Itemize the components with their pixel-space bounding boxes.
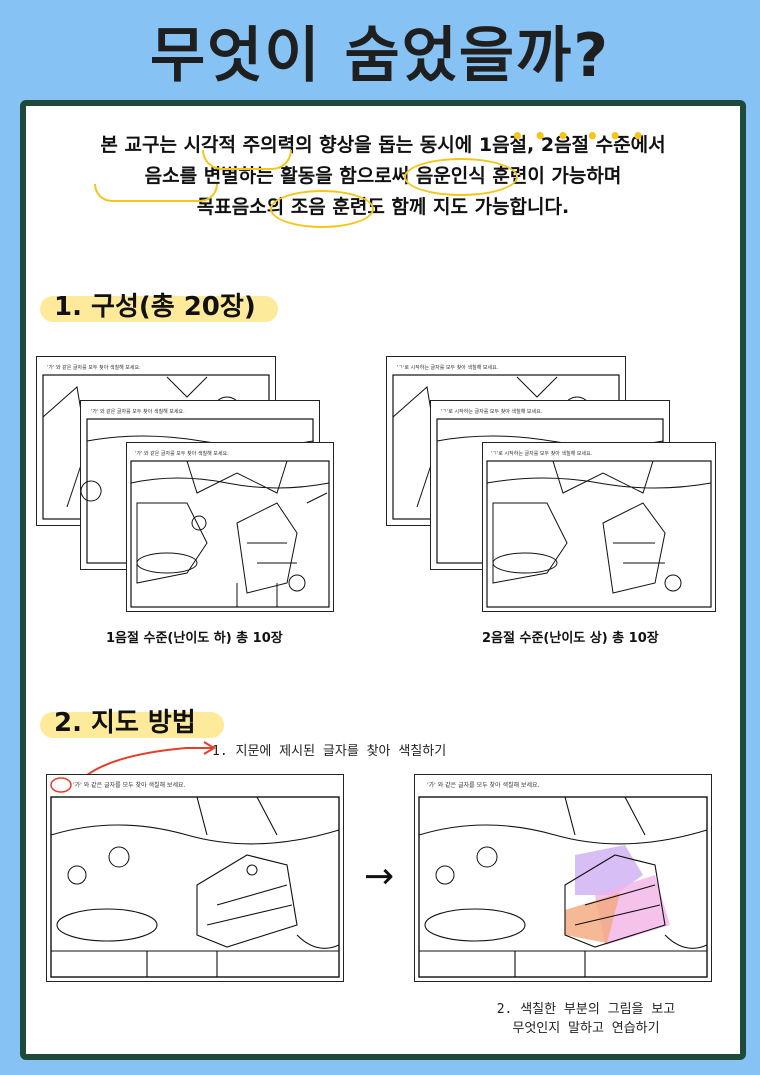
svg-text:'가' 와 같은 글자를 모두 찾아 색칠해 보세요.: '가' 와 같은 글자를 모두 찾아 색칠해 보세요.	[91, 408, 185, 415]
emphasis-dots-2: •••	[586, 124, 655, 148]
step-1-note: 1. 지문에 제시된 글자를 찾아 색칠하기	[212, 744, 447, 759]
method-sheet-after: '가' 와 같은 글자를 모두 찾아 색칠해 보세요.	[414, 774, 712, 982]
worksheet-preview-front-level2: 'ㄱ'로 시작하는 글자를 모두 찾아 색칠해 보세요.	[482, 442, 716, 612]
colored-region-pink	[595, 875, 670, 945]
level1-caption: 1음절 수준(난이도 하) 총 10장	[106, 631, 283, 646]
svg-text:'가' 와 같은 글자를 모두 찾아 색칠해 보세요.: '가' 와 같은 글자를 모두 찾아 색칠해 보세요.	[73, 781, 185, 789]
worksheet-preview-front-level1: '가' 와 같은 글자를 모두 찾아 색칠해 보세요.	[126, 442, 334, 612]
section-2-heading: 2. 지도 방법	[40, 702, 224, 739]
svg-text:'가' 와 같은 글자를 모두 찾아 색칠해 보세요.: '가' 와 같은 글자를 모두 찾아 색칠해 보세요.	[135, 450, 229, 457]
emphasis-circle-2	[270, 190, 374, 228]
method-sheet-before: '가' 와 같은 글자를 모두 찾아 색칠해 보세요.	[46, 774, 344, 982]
heading-marker	[40, 712, 224, 738]
emphasis-underline-2	[94, 184, 218, 202]
emphasis-circle-1	[404, 158, 518, 196]
content-panel: 본 교구는 시각적 주의력의 향상을 돕는 동시에 1음절, 2음절 수준에서 …	[20, 100, 746, 1060]
colored-region-orange	[565, 893, 620, 943]
svg-text:'가' 와 같은 글자를 모두 찾아 색칠해 보세요.: '가' 와 같은 글자를 모두 찾아 색칠해 보세요.	[427, 781, 539, 789]
svg-text:'ㄱ'로 시작하는 글자를 모두 찾아 색칠해 보세요.: 'ㄱ'로 시작하는 글자를 모두 찾아 색칠해 보세요.	[441, 408, 543, 415]
step-2-note: 2. 색칠한 부분의 그림을 보고 무엇인지 말하고 연습하기	[496, 1002, 676, 1036]
page-title: 무엇이 숨었을까?	[149, 21, 611, 91]
level2-caption: 2음절 수준(난이도 상) 총 10장	[482, 631, 659, 646]
worksheet-header: '가' 와 같은 글자를 모두 찾아 색칠해 보세요.	[47, 364, 141, 371]
svg-text:'ㄱ'로 시작하는 글자를 모두 찾아 색칠해 보세요.: 'ㄱ'로 시작하는 글자를 모두 찾아 색칠해 보세요.	[491, 450, 593, 457]
target-letter-circle	[50, 777, 72, 793]
emphasis-dots-1: •••	[511, 124, 580, 148]
arrow-right-icon: →	[364, 856, 395, 897]
section-1-heading: 1. 구성(총 20장)	[40, 286, 278, 323]
emphasis-underline-1	[202, 150, 292, 170]
heading-marker	[40, 296, 278, 322]
svg-text:'ㄱ'로 시작하는 글자를 모두 찾아 색칠해 보세요.: 'ㄱ'로 시작하는 글자를 모두 찾아 색칠해 보세요.	[397, 364, 499, 371]
